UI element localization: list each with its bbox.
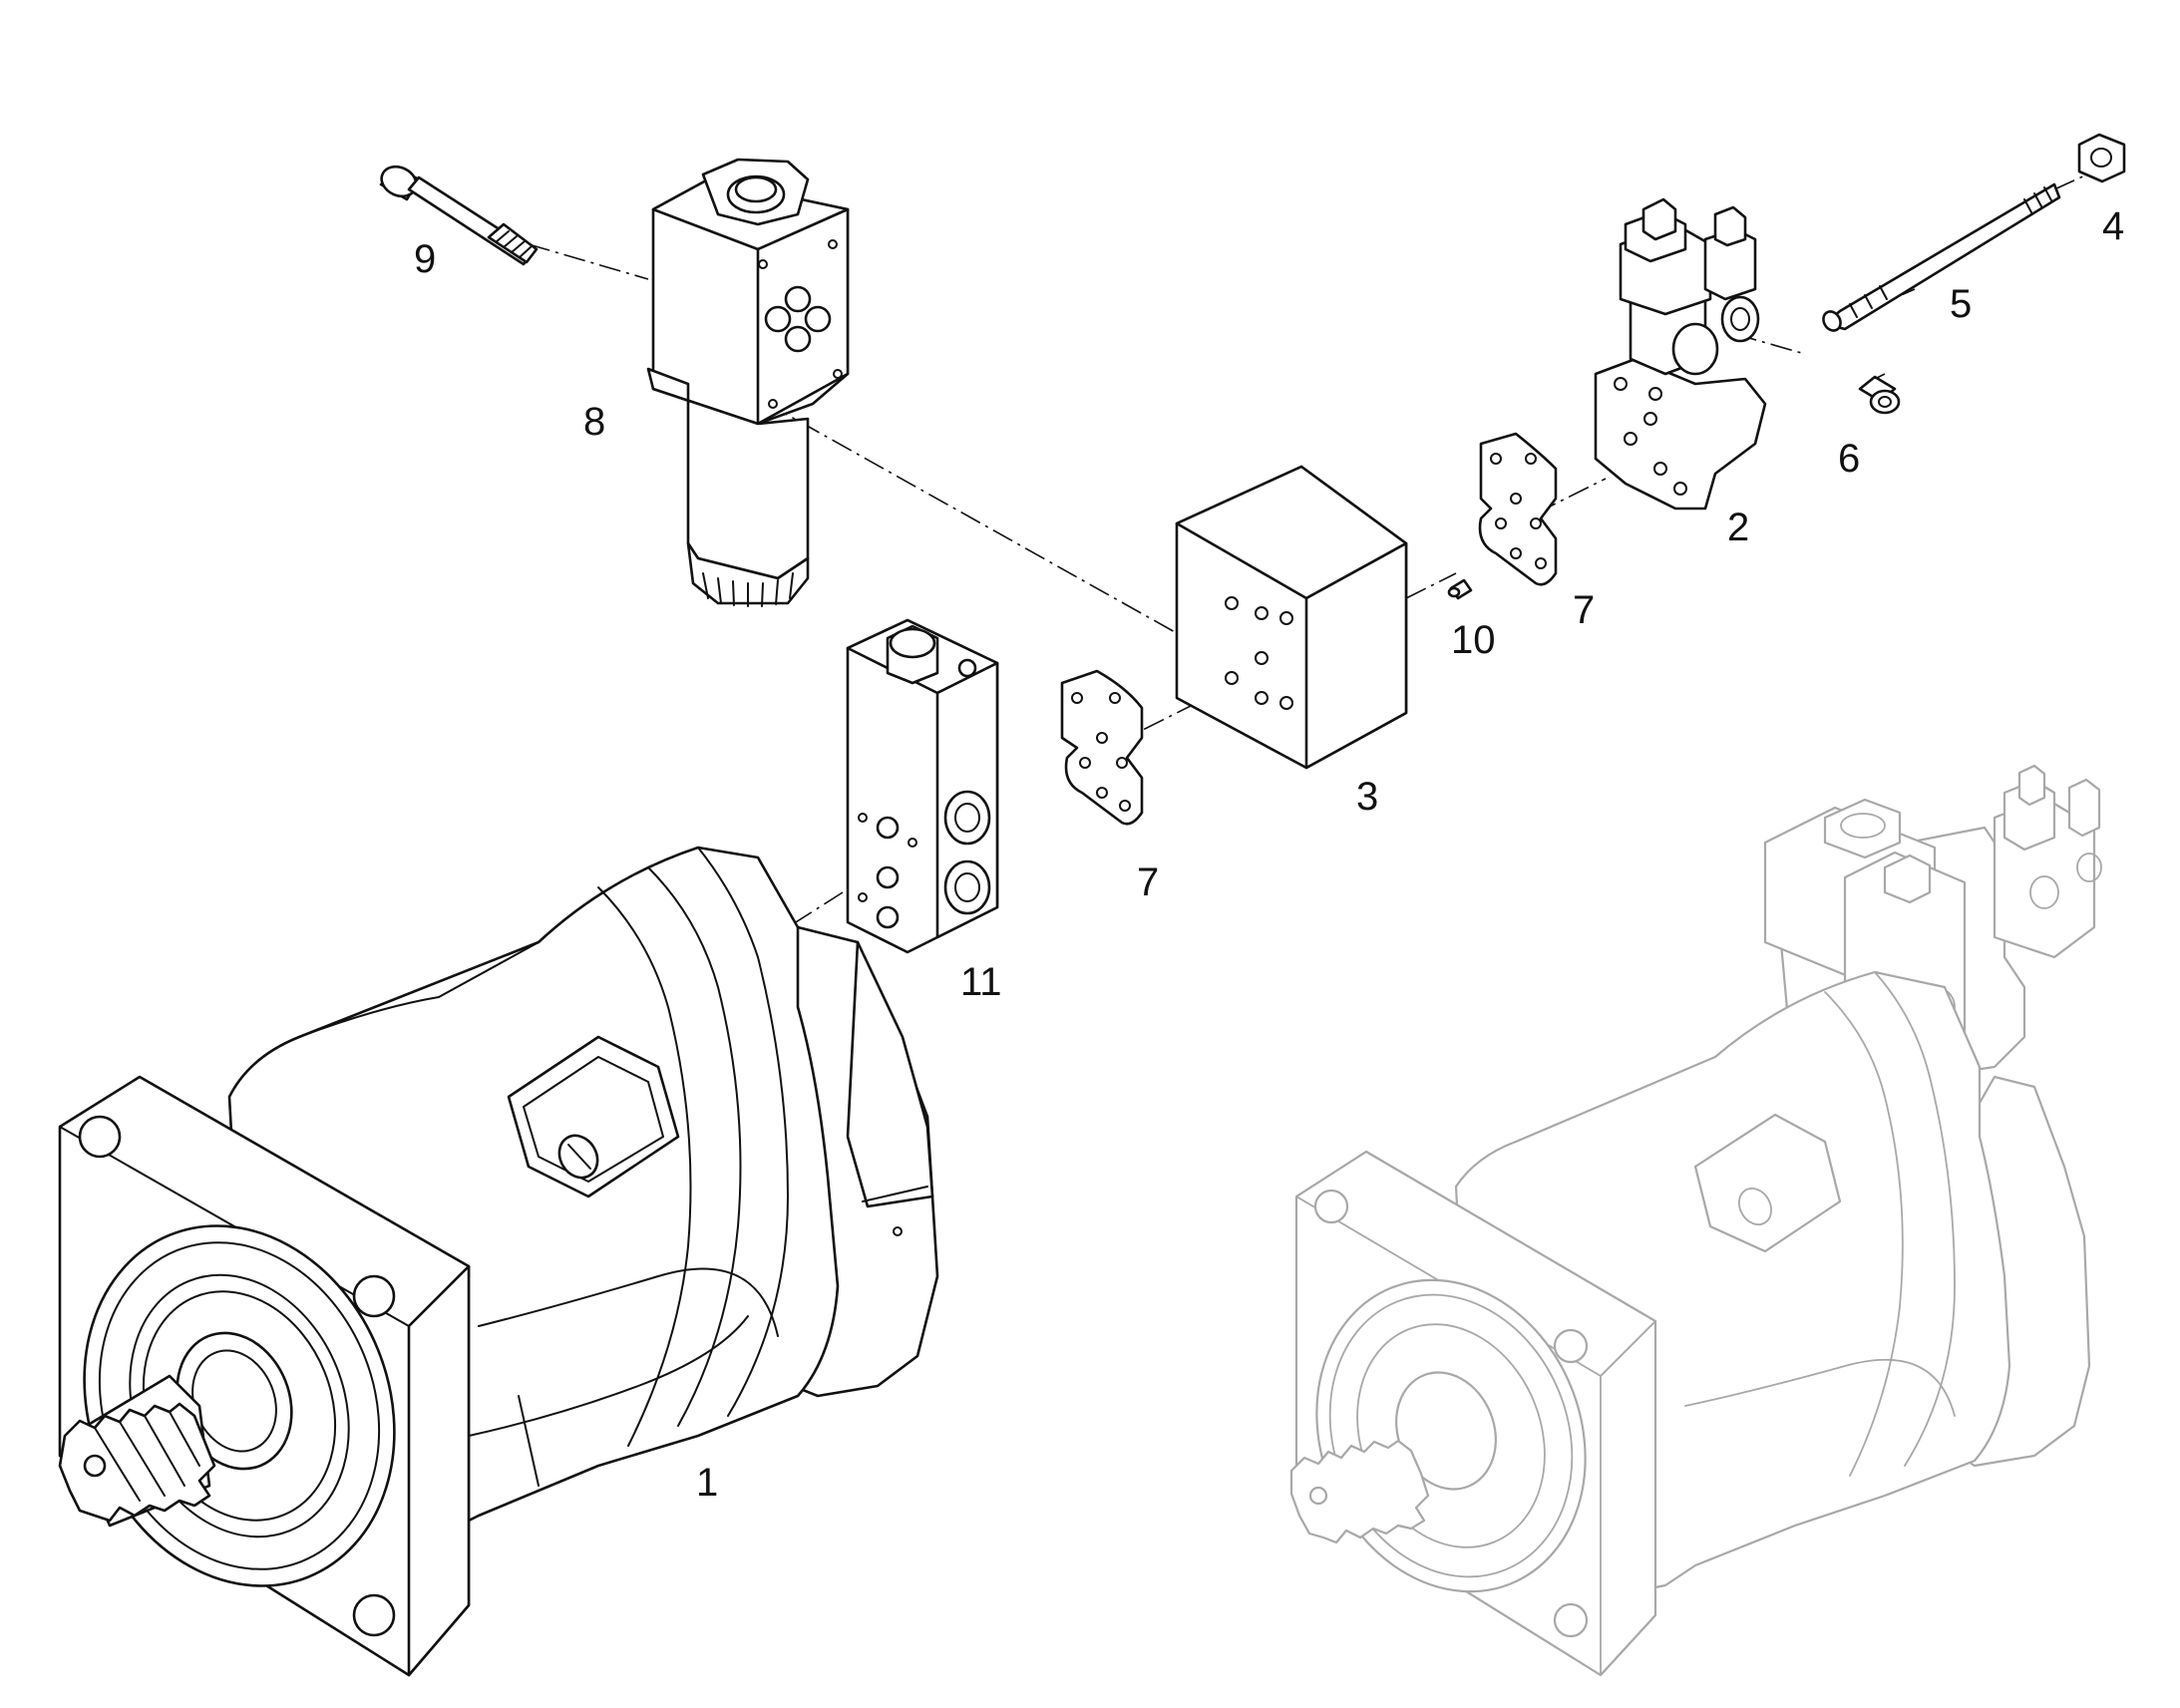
- callout-9: 9: [414, 237, 436, 281]
- part-11-valve-block: [846, 618, 999, 954]
- part-9-bolt: [379, 165, 539, 266]
- part-6-plug: [1858, 375, 1901, 415]
- part-10-pin: [1447, 578, 1473, 600]
- callout-5: 5: [1950, 282, 1972, 326]
- part-5-stud: [1822, 182, 2061, 332]
- part-2-pressure-valve: [1594, 197, 1767, 511]
- callout-labels: 1 2 3 4 5 6 7 7 8 9 10 11: [414, 204, 2124, 1505]
- callout-10: 10: [1451, 618, 1496, 662]
- callout-6: 6: [1838, 437, 1860, 481]
- part-4-nut: [2077, 133, 2126, 183]
- callout-2: 2: [1727, 506, 1749, 549]
- part-3-block: [1175, 465, 1408, 770]
- callout-7-left: 7: [1137, 860, 1159, 904]
- callout-1: 1: [696, 1461, 718, 1505]
- part-8-solenoid-valve: [646, 158, 850, 607]
- callout-3: 3: [1356, 775, 1378, 819]
- part-1-hydraulic-motor: [58, 846, 939, 1677]
- callout-8: 8: [583, 400, 605, 444]
- callout-7-right: 7: [1573, 588, 1595, 632]
- assembled-reference-view: [1289, 764, 2102, 1677]
- part-7-gasket-right: [1478, 432, 1558, 586]
- part-7-gasket-left: [1060, 669, 1144, 826]
- callout-11: 11: [960, 960, 1002, 1004]
- callout-4: 4: [2102, 204, 2124, 248]
